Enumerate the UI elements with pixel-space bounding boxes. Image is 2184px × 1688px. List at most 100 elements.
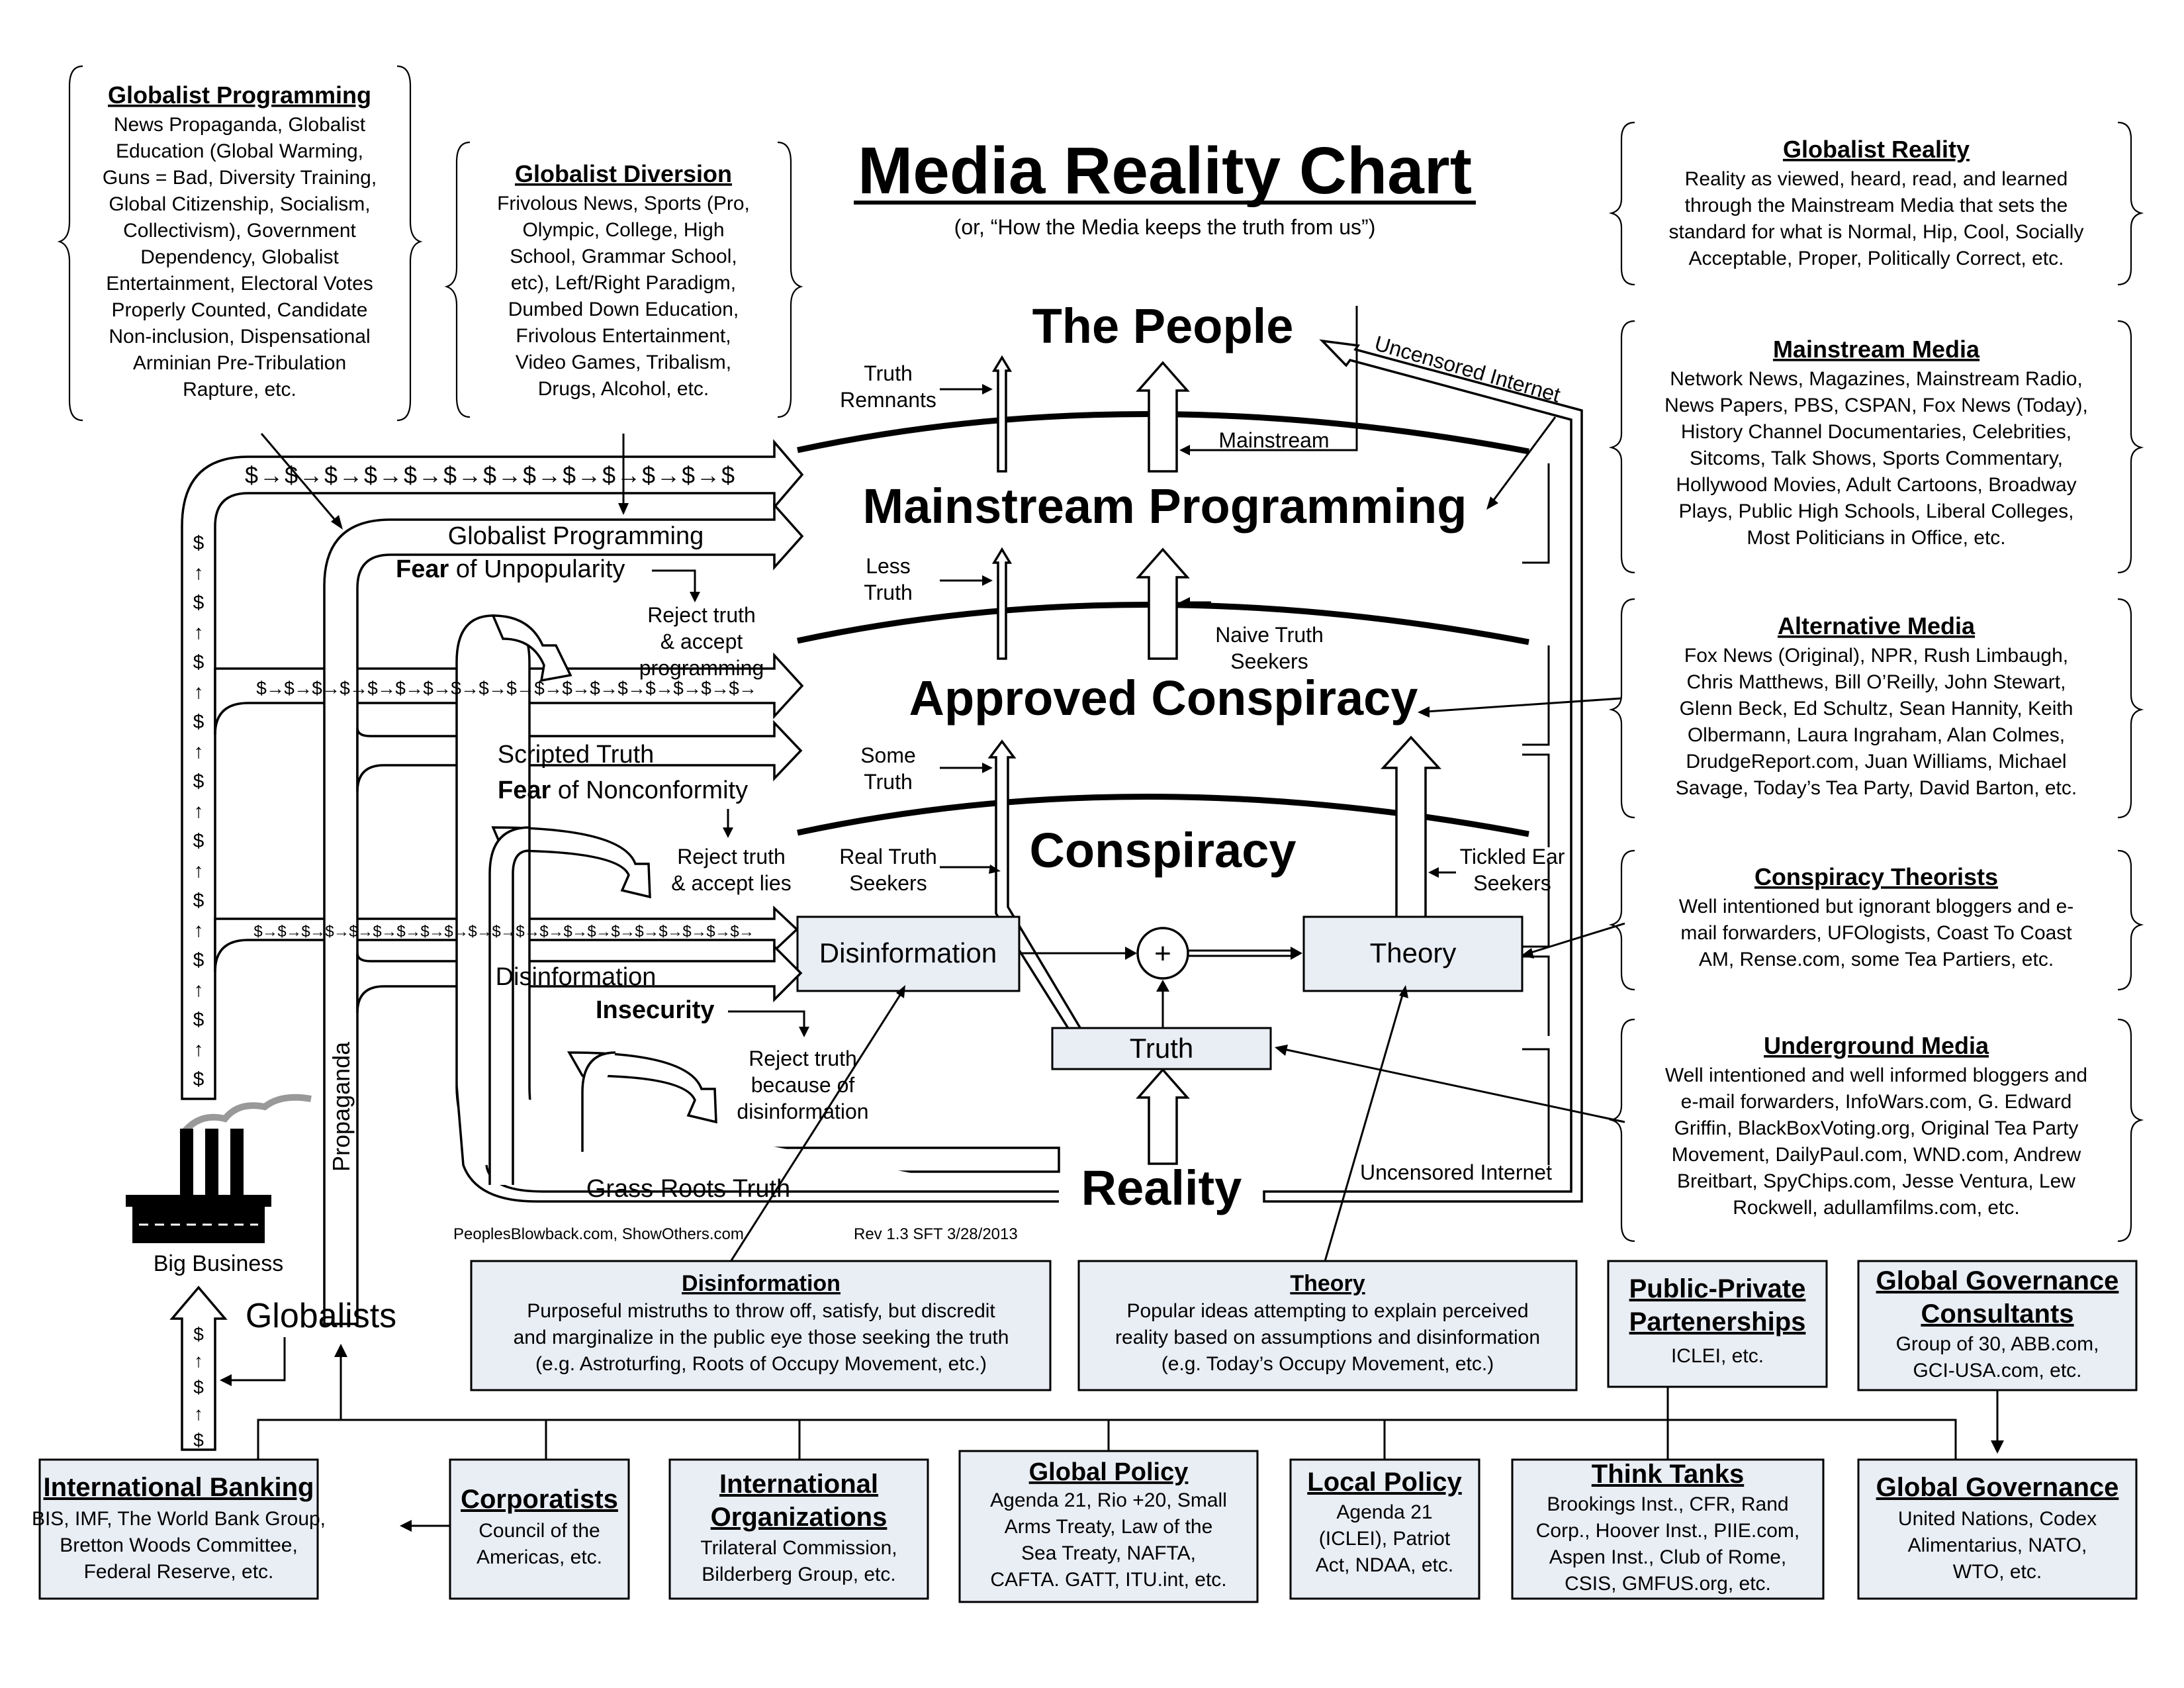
dollar-glyph: $ bbox=[312, 678, 322, 698]
dollar-glyph: $ bbox=[444, 923, 453, 941]
svg-text:News Propaganda, Globalist: News Propaganda, Globalist bbox=[114, 114, 366, 136]
flow-arrow-glyph: → bbox=[381, 923, 397, 941]
svg-text:Corporatists: Corporatists bbox=[461, 1485, 618, 1514]
flow-arrow-glyph: → bbox=[379, 461, 402, 489]
bottom-bus bbox=[257, 1387, 1957, 1460]
pointer-note-alternative-media bbox=[1426, 697, 1622, 713]
flow-arrow-glyph: → bbox=[655, 678, 674, 698]
flow-arrow-glyph: → bbox=[657, 461, 680, 489]
note-underground-media: Underground Media Well intentioned and w… bbox=[1665, 1032, 2087, 1219]
svg-text:Seekers: Seekers bbox=[849, 871, 927, 895]
note-title: Globalist Programming bbox=[108, 81, 371, 109]
dollar-glyph: $ bbox=[395, 678, 406, 698]
flow-arrow-glyph: → bbox=[294, 678, 312, 698]
dollar-glyph: $ bbox=[256, 678, 267, 698]
svg-text:Truth: Truth bbox=[864, 581, 913, 604]
bracket-right-1 bbox=[1522, 463, 1550, 564]
arrow-some-truth bbox=[987, 739, 1088, 1038]
big-business-up-channel bbox=[169, 1286, 228, 1451]
svg-text:mail forwarders, UFOlogists, C: mail forwarders, UFOlogists, Coast To Co… bbox=[1680, 922, 2072, 944]
note-title: Underground Media bbox=[1764, 1032, 1989, 1059]
flow-arrow-glyph: → bbox=[711, 678, 729, 698]
factory-icon bbox=[126, 1094, 312, 1243]
reject-disinfo-text: Reject truth because of disinformation bbox=[737, 1047, 868, 1123]
flow-arrow-glyph: → bbox=[537, 461, 561, 489]
flow-arrow-glyph: → bbox=[696, 461, 720, 489]
svg-text:because of: because of bbox=[751, 1073, 855, 1097]
box-corporatists-text: Corporatists Council of the Americas, et… bbox=[461, 1485, 618, 1568]
dollar-glyph: $ bbox=[721, 461, 735, 489]
dollar-glyph: $ bbox=[635, 923, 643, 941]
svg-text:Less: Less bbox=[866, 554, 911, 578]
svg-text:Network News, Magazines, Mains: Network News, Magazines, Mainstream Radi… bbox=[1670, 368, 2083, 390]
layer-reality: Reality bbox=[1081, 1160, 1242, 1215]
box-international-organizations-text: International Organizations Trilateral C… bbox=[700, 1470, 897, 1585]
bracket-right-4 bbox=[1522, 1048, 1550, 1165]
svg-text:Tickled Ear: Tickled Ear bbox=[1460, 845, 1565, 868]
dollar-glyph: $ bbox=[539, 923, 548, 941]
edge-globalists-to-big-business bbox=[228, 1337, 286, 1382]
svg-text:Dependency, Globalist: Dependency, Globalist bbox=[140, 246, 339, 268]
svg-text:Collectivism), Government: Collectivism), Government bbox=[123, 220, 356, 242]
flow-arrow-glyph: → bbox=[619, 923, 635, 941]
dollar-glyph: $ bbox=[492, 923, 500, 941]
brace-note-globalist-programming bbox=[57, 65, 423, 422]
brace-note-alternative-media bbox=[1608, 598, 2144, 819]
dollar-glyph: $ bbox=[373, 923, 381, 941]
flow-arrow-glyph: ↑ bbox=[194, 741, 204, 763]
brace-note-conspiracy-theorists bbox=[1608, 849, 2144, 991]
truth-remnants-text: Truth Remnants bbox=[840, 361, 936, 412]
svg-text:Real Truth: Real Truth bbox=[839, 845, 937, 868]
flow-arrow-glyph: ↑ bbox=[194, 979, 204, 1001]
flow-arrow-glyph: → bbox=[334, 923, 349, 941]
note-title: Globalist Reality bbox=[1783, 136, 1970, 163]
brace-note-mainstream-media bbox=[1608, 320, 2144, 574]
label-fear-nonconformity: Fear of Nonconformity bbox=[498, 776, 748, 804]
svg-text:reality based on assumptions a: reality based on assumptions and disinfo… bbox=[1115, 1327, 1540, 1348]
dollar-glyph: $ bbox=[617, 678, 628, 698]
flow-arrow-glyph: → bbox=[310, 923, 326, 941]
pointer-note-mainstream-media bbox=[1491, 416, 1557, 502]
flow-arrow-glyph: → bbox=[357, 923, 373, 941]
svg-text:CSIS, GMFUS.org, etc.: CSIS, GMFUS.org, etc. bbox=[1565, 1573, 1771, 1595]
dollar-glyph: $ bbox=[193, 949, 205, 971]
svg-text:Public-Private: Public-Private bbox=[1629, 1274, 1806, 1303]
credit-revision: Rev 1.3 SFT 3/28/2013 bbox=[854, 1225, 1018, 1243]
layer-approved-conspiracy: Approved Conspiracy bbox=[909, 671, 1418, 726]
svg-text:Reality as viewed, heard, read: Reality as viewed, heard, read, and lear… bbox=[1685, 168, 2068, 190]
node-truth-label: Truth bbox=[1130, 1033, 1193, 1064]
svg-text:(e.g. Astroturfing, Roots of O: (e.g. Astroturfing, Roots of Occupy Move… bbox=[535, 1353, 987, 1375]
pointer-mainstream-label bbox=[1188, 306, 1358, 451]
less-truth-text: Less Truth bbox=[864, 554, 913, 604]
box-local-policy-text: Local Policy Agenda 21 (ICLEI), Patriot … bbox=[1307, 1468, 1462, 1576]
dollar-glyph: $ bbox=[483, 461, 496, 489]
box-public-private-text: Public-Private Partenerships ICLEI, etc. bbox=[1629, 1274, 1806, 1367]
svg-text:Local Policy: Local Policy bbox=[1307, 1468, 1462, 1497]
dollar-glyph: $ bbox=[193, 771, 205, 792]
dollar-glyph: $ bbox=[701, 678, 711, 698]
dollar-glyph: $ bbox=[245, 461, 258, 489]
flow-arrow-glyph: → bbox=[500, 923, 516, 941]
globalists-label: Globalists bbox=[246, 1297, 396, 1335]
svg-text:Global Policy: Global Policy bbox=[1029, 1458, 1189, 1486]
brace-note-globalist-reality bbox=[1608, 121, 2144, 286]
dollar-glyph: $ bbox=[516, 923, 524, 941]
label-insecurity: Insecurity bbox=[596, 996, 715, 1024]
svg-text:Most Politicians in Office, et: Most Politicians in Office, etc. bbox=[1747, 527, 2005, 549]
arrow-mainstream-to-people bbox=[1136, 361, 1190, 473]
svg-text:etc), Left/Right Paradigm,: etc), Left/Right Paradigm, bbox=[511, 272, 736, 294]
dollar-glyph: $ bbox=[645, 678, 656, 698]
some-truth-text: Some Truth bbox=[860, 743, 916, 794]
node-plus bbox=[1136, 927, 1189, 980]
svg-text:Reject truth: Reject truth bbox=[749, 1047, 857, 1070]
flow-arrow-glyph: ↑ bbox=[194, 860, 204, 882]
svg-text:Global Governance: Global Governance bbox=[1876, 1266, 2119, 1295]
node-theory bbox=[1302, 915, 1524, 992]
dollar-glyph: $ bbox=[423, 678, 433, 698]
dollar-glyph: $ bbox=[673, 678, 684, 698]
globalist-channel bbox=[323, 502, 804, 1325]
svg-text:Sea Treaty, NAFTA,: Sea Treaty, NAFTA, bbox=[1021, 1542, 1196, 1564]
svg-text:Reject truth: Reject truth bbox=[677, 845, 786, 868]
svg-text:History Channel Documentaries,: History Channel Documentaries, Celebriti… bbox=[1681, 421, 2071, 443]
